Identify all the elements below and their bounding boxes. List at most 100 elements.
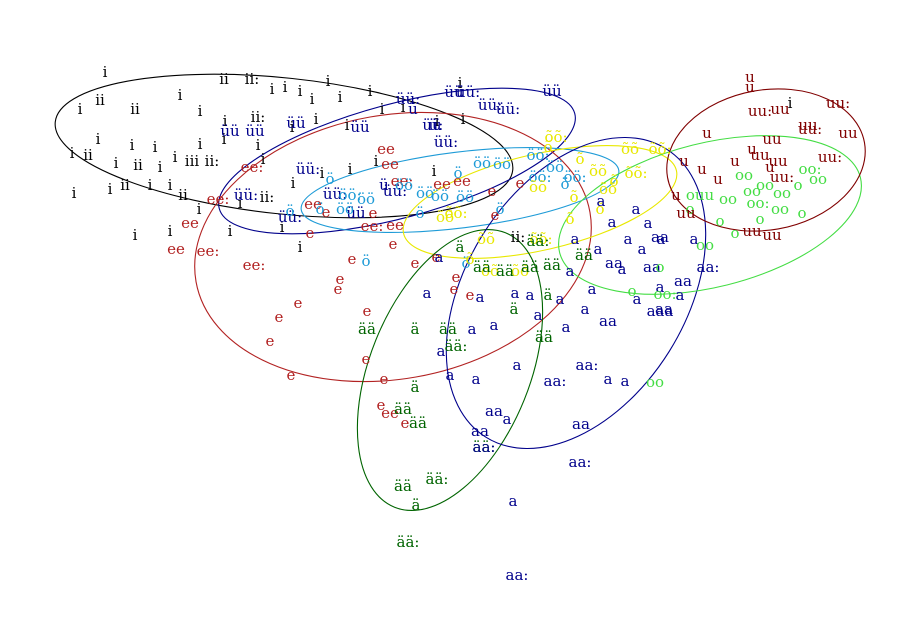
point-i-34: ii: bbox=[205, 152, 220, 170]
point-õ-5: õõ: bbox=[624, 164, 647, 182]
point-i-22: i bbox=[461, 110, 466, 128]
point-a-20: a bbox=[624, 230, 633, 248]
point-a-21: a bbox=[657, 230, 666, 248]
point-o-7: ouu bbox=[686, 186, 715, 204]
point-ö-18: ö bbox=[560, 175, 569, 193]
point-ü-14: üü: bbox=[296, 160, 320, 178]
point-e-8: e bbox=[322, 203, 331, 221]
point-u-6: uu bbox=[798, 116, 818, 134]
point-ä-12: ää bbox=[535, 328, 553, 346]
ellipse-ö bbox=[300, 146, 620, 234]
point-õ-19: õ bbox=[595, 200, 604, 218]
point-e-9: e bbox=[369, 204, 378, 222]
point-õ-1: õ bbox=[543, 138, 552, 156]
point-a-14: a bbox=[604, 370, 613, 388]
point-i-43: i bbox=[238, 194, 243, 212]
point-o-3: oo bbox=[743, 182, 761, 200]
point-ö-13: ö bbox=[315, 200, 324, 218]
point-o-16: oo bbox=[696, 236, 714, 254]
point-i-35: i bbox=[70, 144, 75, 162]
point-a-1: a bbox=[511, 284, 520, 302]
point-u-5: uu: bbox=[798, 120, 822, 138]
point-u-21: uu bbox=[762, 226, 782, 244]
point-a-29: a bbox=[656, 278, 665, 296]
point-õ-17: õõ bbox=[511, 262, 529, 280]
point-ü-5: üü: bbox=[496, 100, 520, 118]
point-i-27: i bbox=[173, 148, 178, 166]
point-i-36: i bbox=[108, 180, 113, 198]
point-e-1: ee bbox=[377, 140, 395, 158]
point-i-60: i bbox=[256, 136, 261, 154]
point-i-29: ii bbox=[83, 146, 93, 164]
point-ö-5: öö bbox=[395, 176, 413, 194]
point-i-2: i bbox=[178, 86, 183, 104]
point-i-21: i bbox=[435, 112, 440, 130]
point-a-42: aa bbox=[651, 228, 669, 246]
point-a-31: a bbox=[633, 290, 642, 308]
point-i-56: ii: bbox=[511, 228, 526, 246]
point-ö-17: öö: bbox=[563, 168, 586, 186]
point-e-28: e bbox=[452, 268, 461, 286]
point-i-16: i bbox=[290, 118, 295, 136]
ellipse-e bbox=[194, 111, 592, 383]
point-i-31: ii bbox=[133, 156, 143, 174]
point-ö-19: ö bbox=[495, 200, 504, 218]
ellipse-u bbox=[666, 88, 866, 232]
point-a-47: a bbox=[676, 286, 685, 304]
point-a-22: a bbox=[690, 230, 699, 248]
point-i-30: i bbox=[114, 154, 119, 172]
point-i-1: ii bbox=[95, 91, 105, 109]
point-õ-8: õõ bbox=[529, 178, 547, 196]
point-e-3: ee: bbox=[391, 172, 414, 190]
point-ä-5: ää bbox=[358, 320, 376, 338]
point-õ-12: õõ bbox=[436, 208, 454, 226]
point-a-48: aaa bbox=[647, 302, 674, 320]
point-e-38: e bbox=[450, 280, 459, 298]
point-a-43: a bbox=[566, 262, 575, 280]
point-o-17: oo: bbox=[653, 285, 676, 303]
point-a-4: a bbox=[490, 316, 499, 334]
point-õ-10: õ bbox=[569, 188, 578, 206]
point-e-22: e bbox=[362, 350, 371, 368]
point-ö-2: öö: bbox=[526, 146, 549, 164]
point-i-3: ii bbox=[219, 70, 229, 88]
point-u-19: u bbox=[671, 186, 681, 204]
point-ä-9: ä bbox=[510, 300, 519, 318]
point-a-12: aa: bbox=[544, 372, 567, 390]
point-e-31: e bbox=[516, 174, 525, 192]
point-ü-16: üü bbox=[346, 204, 366, 222]
point-o-18: oo bbox=[646, 373, 664, 391]
point-ä-11: ää bbox=[496, 262, 514, 280]
point-ü-2: üü bbox=[542, 82, 562, 100]
point-e-26: ee bbox=[381, 404, 399, 422]
point-a-27: aa bbox=[643, 258, 661, 276]
point-a-10: a bbox=[446, 366, 455, 384]
ellipse-ä bbox=[356, 228, 544, 512]
point-ä-14: ää bbox=[394, 400, 412, 418]
point-a-18: a bbox=[632, 200, 641, 218]
point-i-24: i bbox=[96, 130, 101, 148]
point-e-25: e bbox=[377, 396, 386, 414]
point-i-51: i bbox=[168, 222, 173, 240]
point-ü-1: üü: bbox=[456, 83, 480, 101]
point-i-47: i bbox=[348, 160, 353, 178]
point-õ-18: õ bbox=[465, 250, 474, 268]
point-ä-16: ää: bbox=[473, 438, 496, 456]
point-ä-17: ää bbox=[394, 477, 412, 495]
point-ä-19: ä bbox=[412, 496, 421, 514]
point-i-55: i bbox=[432, 162, 437, 180]
point-o-6: oo bbox=[809, 170, 827, 188]
point-i-39: i bbox=[168, 176, 173, 194]
point-i-13: i bbox=[198, 102, 203, 120]
point-ä-8: ää: bbox=[445, 337, 468, 355]
point-u-2: uu: bbox=[748, 102, 772, 120]
point-u-11: u bbox=[702, 124, 712, 142]
point-i-32: i bbox=[158, 158, 163, 176]
point-a-41: aa: bbox=[506, 566, 529, 584]
point-u-4: uu: bbox=[826, 94, 850, 112]
point-õ-14: õõ: bbox=[529, 230, 552, 248]
point-a-45: a bbox=[476, 288, 485, 306]
point-a-26: aa bbox=[605, 254, 623, 272]
point-o-15: o bbox=[755, 210, 764, 228]
